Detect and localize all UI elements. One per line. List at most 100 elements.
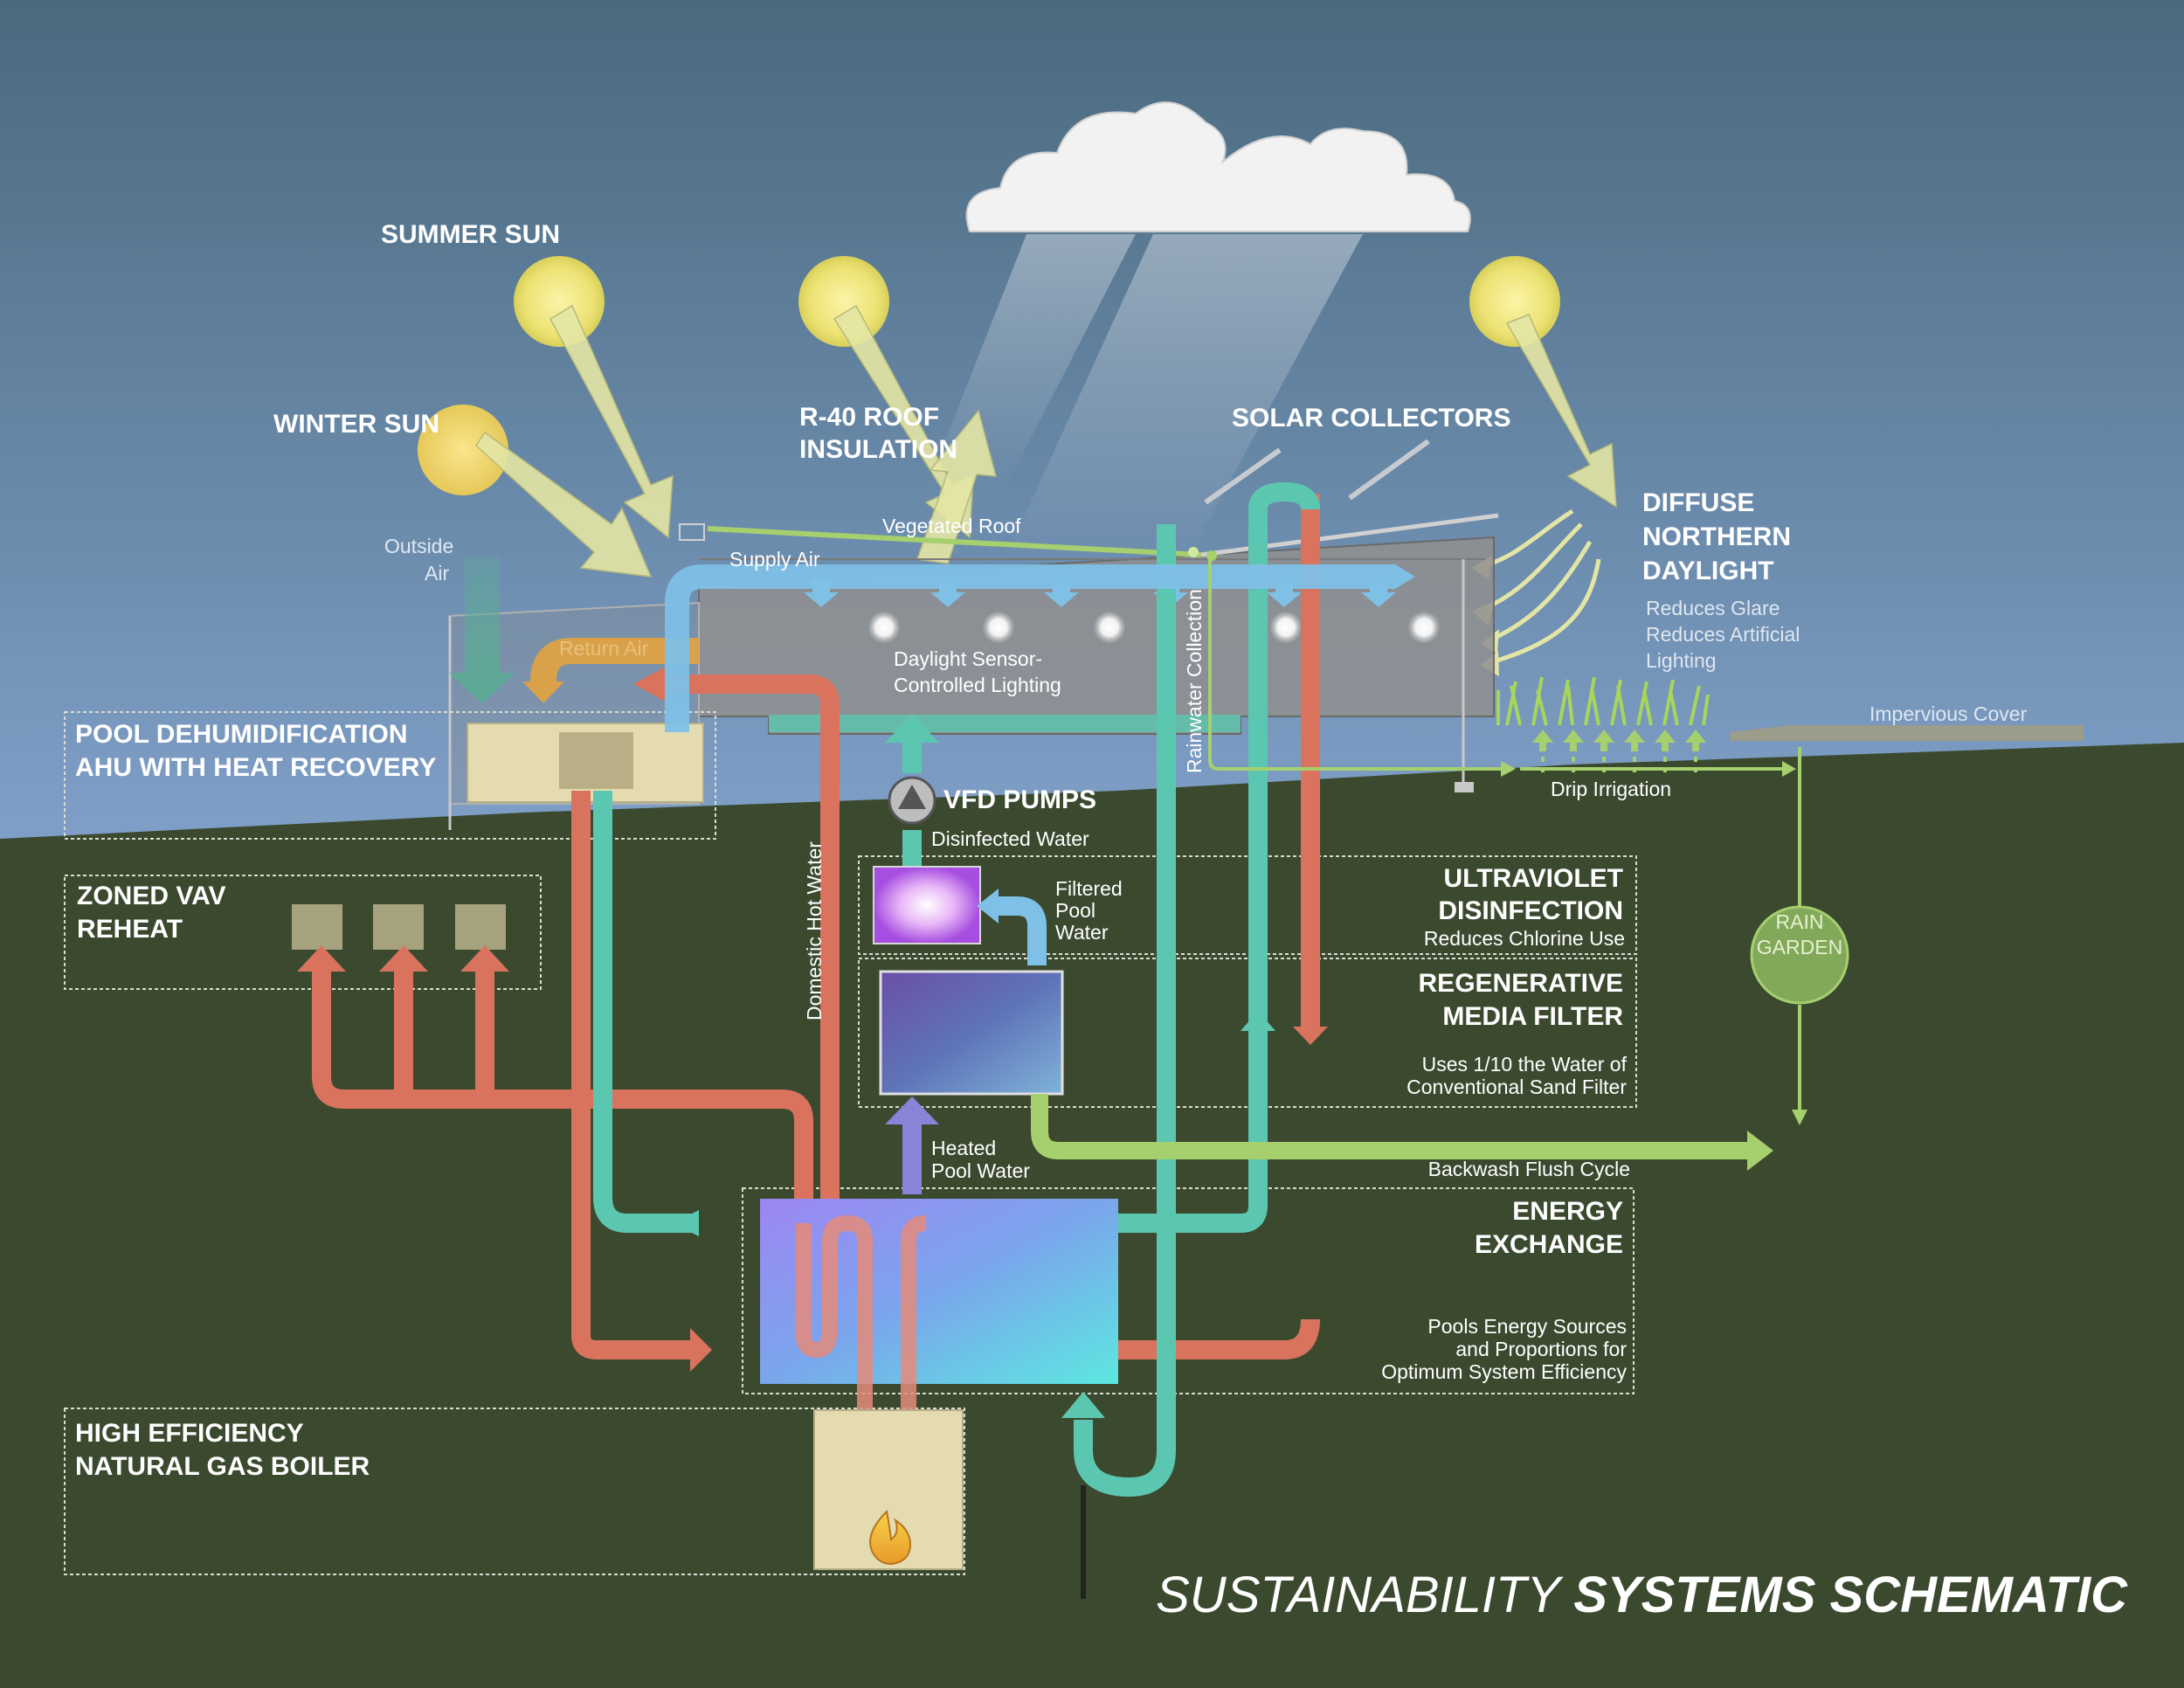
media-note-2: Conventional Sand Filter	[1406, 1076, 1627, 1098]
rainwater-label: Rainwater Collection	[1183, 589, 1206, 773]
uv-title-2: DISINFECTION	[1438, 896, 1623, 925]
heated-label-2: Pool Water	[931, 1159, 1030, 1182]
vav-box	[292, 904, 342, 950]
roof-insulation-label-1: R-40 ROOF	[799, 403, 939, 432]
light-fixture-icon	[1094, 612, 1125, 643]
page-title-light: SUSTAINABILITY	[1156, 1567, 1573, 1623]
energy-title-2: EXCHANGE	[1475, 1230, 1623, 1259]
rain-garden-circle	[1750, 905, 1849, 1005]
filtered-water-pipe	[996, 896, 1047, 965]
winter-sun-icon	[418, 405, 508, 495]
filtered-label-2: Pool	[1055, 899, 1095, 922]
supply-air-duct	[665, 564, 1393, 732]
boiler-title-1: HIGH EFFICIENCY	[75, 1419, 304, 1448]
impervious-cover-surface	[1730, 725, 2084, 741]
solar-collectors-icon	[1204, 439, 1430, 505]
heated-pool-water-arrowhead	[885, 1097, 939, 1124]
solar-ray-arrows	[475, 304, 1617, 578]
disinfected-water-label: Disinfected Water	[931, 827, 1089, 850]
disinfected-water-arrow	[885, 715, 939, 773]
cool-water-pipes	[593, 482, 1320, 1497]
uv-title-1: ULTRAVIOLET	[1443, 864, 1623, 893]
rain-garden-label-2: GARDEN	[1757, 936, 1842, 958]
backwash-arrowhead	[1747, 1131, 1773, 1171]
boiler-title-2: NATURAL GAS BOILER	[75, 1452, 370, 1481]
impervious-label: Impervious Cover	[1870, 702, 2028, 725]
domestic-hot-water-label: Domestic Hot Water	[803, 841, 826, 1020]
vav-box	[455, 904, 506, 950]
cloud-icon	[926, 101, 1471, 559]
hot-water-arrowheads	[297, 667, 1328, 1372]
uv-disinfection-unit	[873, 866, 981, 944]
rain-garden-label-1: RAIN	[1776, 910, 1824, 933]
pool-dehum-title-1: POOL DEHUMIDIFICATION	[75, 720, 408, 749]
cool-water-arrowhead	[673, 1210, 699, 1236]
page-title: SUSTAINABILITY SYSTEMS SCHEMATIC	[1156, 1567, 2128, 1623]
drip-irrigation-label: Drip Irrigation	[1551, 778, 1671, 800]
diffuse-label-2: NORTHERN	[1642, 522, 1791, 551]
zoned-vav-title-1: ZONED VAV	[77, 882, 226, 910]
energy-note-3: Optimum System Efficiency	[1381, 1360, 1627, 1383]
uv-note: Reduces Chlorine Use	[1424, 927, 1625, 950]
summer-sun-label: SUMMER SUN	[381, 220, 560, 249]
heated-pool-water-pipe	[902, 1120, 922, 1194]
outside-air-arrow	[449, 557, 515, 703]
reduces-artificial-label-1: Reduces Artificial	[1646, 623, 1800, 646]
backwash-pipe	[1031, 1094, 1747, 1159]
flame-icon	[869, 1509, 912, 1566]
media-note-1: Uses 1/10 the Water of	[1422, 1053, 1628, 1076]
backwash-label: Backwash Flush Cycle	[1428, 1158, 1630, 1180]
irrigation-arrowhead	[1782, 761, 1796, 777]
return-air-label: Return Air	[559, 637, 649, 660]
zoned-vav-box	[64, 875, 542, 990]
winter-sun-label: WINTER SUN	[273, 410, 439, 439]
sun-icon-north	[1469, 256, 1560, 347]
media-filter-unit	[879, 970, 1064, 1096]
daylight-label-1: Daylight Sensor-	[894, 647, 1042, 670]
daylight-label-2: Controlled Lighting	[894, 674, 1061, 696]
return-air-duct	[530, 638, 699, 682]
diffuse-label-3: DAYLIGHT	[1642, 557, 1774, 585]
energy-title-1: ENERGY	[1512, 1197, 1623, 1226]
vfd-pumps-label: VFD PUMPS	[943, 785, 1096, 814]
pool-dehumidification-box	[64, 711, 716, 840]
light-fixture-icon	[1408, 612, 1440, 643]
media-title-2: MEDIA FILTER	[1442, 1002, 1623, 1031]
cool-water-arrowhead	[1061, 1392, 1105, 1418]
solar-collectors-label: SOLAR COLLECTORS	[1232, 404, 1510, 432]
summer-sun-icon	[514, 256, 605, 347]
irrigation-arrowhead	[1501, 761, 1516, 777]
outside-air-label-1: Outside	[384, 535, 453, 557]
supply-air-label: Supply Air	[729, 548, 820, 571]
roof-insulation-label-2: INSULATION	[799, 435, 957, 464]
energy-note-1: Pools Energy Sources	[1427, 1315, 1627, 1338]
light-fixture-icon	[868, 612, 900, 643]
light-fixture-icon	[983, 612, 1014, 643]
reduces-artificial-label-2: Lighting	[1646, 649, 1717, 672]
filtered-water-arrowhead	[977, 889, 999, 924]
rainwater-piping	[1208, 559, 1801, 1114]
grass-icon	[1496, 676, 1710, 726]
cool-water-arrowhead	[1241, 1011, 1275, 1031]
supply-air-arrowhead	[1393, 564, 1415, 590]
vegetated-roof-label: Vegetated Roof	[882, 515, 1021, 537]
filtered-label-1: Filtered	[1055, 877, 1123, 900]
reduces-glare-label: Reduces Glare	[1646, 597, 1780, 619]
media-title-1: REGENERATIVE	[1419, 969, 1623, 998]
zoned-vav-title-2: REHEAT	[77, 915, 183, 944]
pool-dehum-title-2: AHU WITH HEAT RECOVERY	[75, 753, 436, 782]
return-air-arrowhead	[522, 681, 564, 703]
heated-label-1: Heated	[931, 1137, 996, 1159]
page-title-bold: SYSTEMS SCHEMATIC	[1573, 1567, 2128, 1623]
rain-garden-arrowhead	[1792, 1110, 1807, 1125]
vav-box	[373, 904, 424, 950]
energy-exchange-box	[742, 1187, 1635, 1394]
boiler-box	[64, 1408, 965, 1575]
filtered-label-3: Water	[1055, 921, 1109, 944]
energy-note-2: and Proportions for	[1455, 1338, 1627, 1360]
media-filter-box	[858, 958, 1637, 1108]
outside-air-label-2: Air	[425, 562, 449, 585]
uv-disinfection-box	[858, 855, 1637, 955]
light-fixture-icon	[1270, 612, 1302, 643]
